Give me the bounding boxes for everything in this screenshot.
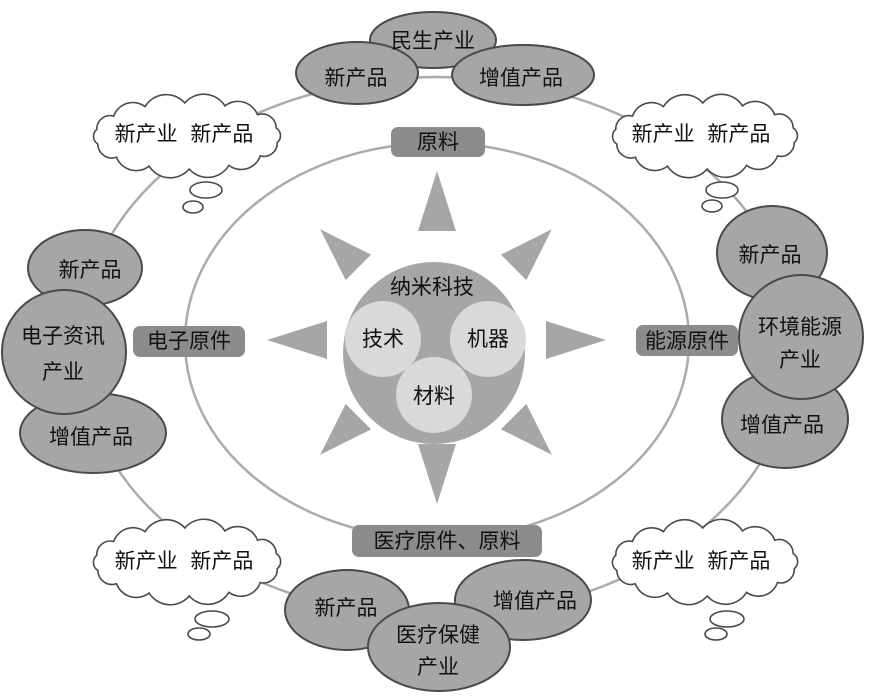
thought-bubble-small [187, 627, 211, 641]
label-box-bottom [352, 525, 542, 557]
left-new-product-label: 新产品 [59, 258, 122, 282]
cloud-top-right-label: 新产业 新产品 [632, 122, 771, 146]
arrow-up-right [500, 229, 552, 281]
thought-bubble-small [182, 200, 204, 214]
thought-bubble-large [705, 181, 739, 199]
right-industry-node [738, 274, 864, 400]
bottom-industry-node [367, 602, 511, 692]
top-value-added-node [451, 44, 595, 106]
thought-bubble-large [709, 610, 745, 628]
top-value-added-label: 增值产品 [479, 66, 563, 90]
technology-label: 技术 [362, 327, 404, 351]
bottom-industry-label-line2: 产业 [417, 655, 459, 679]
right-industry-label-line2: 产业 [779, 348, 821, 372]
thought-bubble-large [194, 610, 230, 628]
left-industry-node [1, 289, 127, 415]
arrow-right [546, 321, 606, 359]
arrow-up [418, 171, 456, 231]
label-box-top [391, 127, 485, 157]
cloud-bottom-right-label: 新产业 新产品 [632, 549, 771, 573]
arrow-left [267, 321, 327, 359]
material-circle [396, 357, 472, 433]
inner-label-left: 电子原件 [147, 329, 231, 353]
bottom-value-added-label: 增值产品 [493, 589, 577, 613]
technology-circle [345, 301, 421, 377]
right-new-product-label: 新产品 [739, 243, 802, 267]
machine-label: 机器 [467, 327, 509, 351]
arrow-down-left [320, 403, 372, 455]
top-industry-label: 民生产业 [391, 29, 475, 53]
top-new-product-label: 新产品 [325, 66, 388, 90]
right-value-added-label: 增值产品 [740, 413, 824, 437]
thought-bubble-small [701, 199, 723, 213]
inner-label-bottom: 医疗原件、原料 [374, 529, 521, 553]
left-value-added-label: 增值产品 [49, 425, 133, 449]
hub-title: 纳米科技 [390, 275, 474, 299]
top-new-product-node [295, 41, 419, 105]
inner-label-top: 原料 [417, 130, 459, 154]
cloud-top-right [611, 93, 799, 179]
left-industry-label-line1: 电子资讯 [21, 324, 105, 348]
arrow-down [418, 444, 456, 504]
cloud-bottom-left [92, 518, 282, 606]
thought-bubble-small [704, 627, 728, 641]
material-label: 材料 [413, 384, 455, 408]
cloud-top-left-label: 新产业 新产品 [115, 122, 254, 146]
left-industry-label-line2: 产业 [42, 360, 84, 384]
right-industry-label-line1: 环境能源 [758, 315, 842, 339]
inner-label-right: 能源原件 [645, 329, 729, 353]
arrow-down-right [500, 403, 552, 455]
cloud-bottom-right [611, 518, 799, 606]
label-box-right [636, 325, 738, 356]
label-box-left [133, 326, 245, 357]
machine-circle [450, 301, 526, 377]
bottom-new-product-label: 新产品 [315, 596, 378, 620]
cloud-top-left [92, 93, 282, 179]
thought-bubble-large [189, 181, 223, 199]
bottom-industry-label-line1: 医疗保健 [396, 623, 480, 647]
cloud-bottom-left-label: 新产业 新产品 [115, 549, 254, 573]
arrow-up-left [320, 229, 372, 281]
arrow-group [267, 171, 606, 504]
